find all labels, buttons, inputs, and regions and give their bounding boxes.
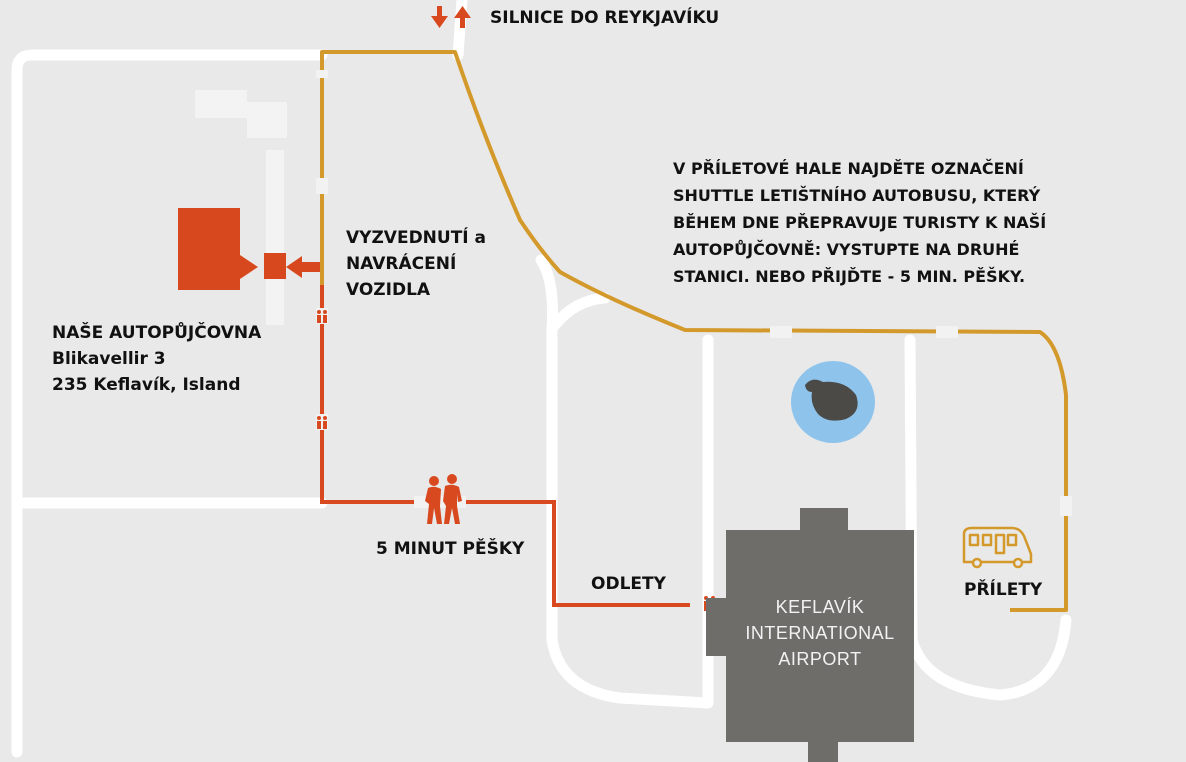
rental-office-building xyxy=(178,208,240,290)
road-east-loop xyxy=(904,334,1072,701)
two-way-arrows-icon xyxy=(431,6,471,28)
whale-sculpture-icon xyxy=(805,379,858,421)
pedestrians-icon xyxy=(317,310,327,323)
pickup-point xyxy=(264,253,286,279)
office-city: 235 Keflavík, Island xyxy=(52,375,241,395)
road-inner-loop xyxy=(535,254,714,709)
road-label: SILNICE DO REYKJAVÍKU xyxy=(490,8,720,28)
instructions-line-3: BĚHEM DNE PŘEPRAVUJE TURISTY K NAŠÍ xyxy=(673,213,1047,232)
instructions-line-1: V PŘÍLETOVÉ HALE NAJDĚTE OZNAČENÍ xyxy=(673,159,1024,178)
office-street: Blikavellir 3 xyxy=(52,349,166,369)
stop-marker xyxy=(316,70,328,78)
road-north-loop xyxy=(11,49,328,758)
stop-marker xyxy=(1060,496,1072,516)
office-name: NAŠE AUTOPŮJČOVNA xyxy=(52,323,262,343)
airport-terminal xyxy=(706,508,914,762)
walk-label: 5 MINUT PĚŠKY xyxy=(376,539,525,559)
stop-marker xyxy=(316,178,328,194)
pedestrians-icon xyxy=(425,474,462,524)
stop-marker xyxy=(770,326,792,338)
parking-area xyxy=(195,90,287,325)
pedestrians-icon xyxy=(317,416,327,429)
instructions-line-4: AUTOPŮJČOVNĚ: VYSTUPTE NA DRUHÉ xyxy=(673,240,1020,259)
building-block-2 xyxy=(247,102,287,138)
terminal-label-line-2: INTERNATIONAL xyxy=(745,623,895,643)
building-block-3 xyxy=(266,150,284,325)
instructions-line-2: SHUTTLE LETIŠTNÍHO AUTOBUSU, KTERÝ xyxy=(673,186,1041,205)
pickup-label-line-2: NAVRÁCENÍ xyxy=(346,254,457,274)
shuttle-route xyxy=(320,50,1068,612)
departures-label: ODLETY xyxy=(591,574,666,594)
pickup-label-line-1: VYZVEDNUTÍ a xyxy=(346,228,487,248)
pickup-arrow xyxy=(286,256,322,278)
rental-office xyxy=(178,208,322,290)
arrivals-label: PŘÍLETY xyxy=(964,580,1043,600)
road-triangle xyxy=(549,292,611,331)
terminal-label-line-3: AIRPORT xyxy=(778,649,862,669)
instructions-line-5: STANICI. NEBO PŘIJĎTE - 5 MIN. PĚŠKY. xyxy=(673,267,1026,286)
stop-marker xyxy=(936,326,958,338)
office-arrow xyxy=(240,255,258,279)
building-block-1 xyxy=(195,90,247,118)
terminal-label-line-1: KEFLAVÍK xyxy=(775,597,865,617)
pedestrian-marks xyxy=(317,310,715,611)
bus-icon xyxy=(962,526,1033,569)
pickup-label-line-3: VOZIDLA xyxy=(346,280,431,300)
